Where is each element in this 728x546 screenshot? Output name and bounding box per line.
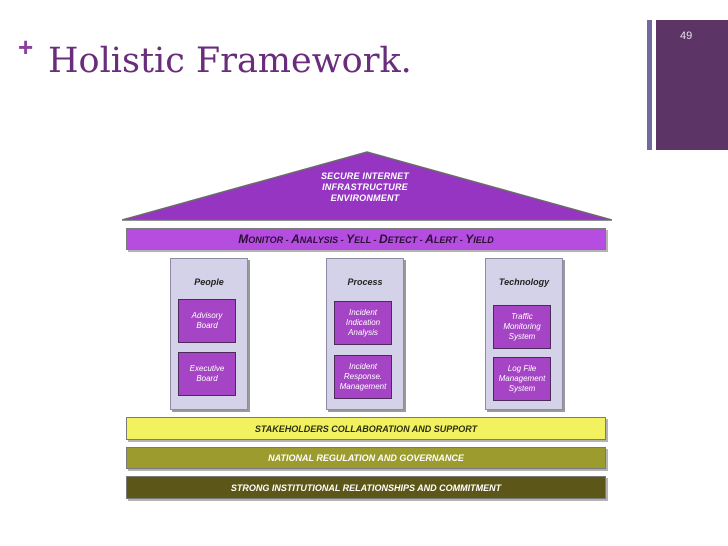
pillar-technology: Technology Traffic Monitoring System Log… (485, 258, 563, 410)
stakeholders-band: STAKEHOLDERS COLLABORATION AND SUPPORT (126, 417, 606, 440)
page-title: Holistic Framework. (48, 41, 412, 81)
monitor-word: ALERT (425, 232, 458, 246)
slide-number: 49 (680, 30, 693, 42)
pillar-box: Advisory Board (178, 299, 236, 343)
roof-shape (122, 151, 612, 221)
roof-line: INFRASTRUCTURE (322, 182, 408, 192)
pillar-box: Log File Management System (493, 357, 551, 401)
monitor-word: YELL (346, 232, 371, 246)
monitor-band: MONITOR - ANALYSIS - YELL - DETECT - ALE… (126, 228, 606, 250)
pillar-box: Executive Board (178, 352, 236, 396)
roof-triangle (122, 151, 612, 221)
national-band: NATIONAL REGULATION AND GOVERNANCE (126, 447, 606, 469)
monitor-word: DETECT (378, 232, 418, 246)
roof-line: SECURE INTERNET (320, 171, 409, 181)
pillar-label: Technology (498, 277, 550, 287)
accent-bar (656, 20, 728, 150)
plus-icon: + (18, 32, 34, 62)
strong-band: STRONG INSTITUTIONAL RELATIONSHIPS AND C… (126, 476, 606, 499)
roof-label: SECURE INTERNET INFRASTRUCTURE ENVIRONME… (300, 171, 430, 204)
monitor-word: ANALYSIS (291, 232, 339, 246)
roof-line: ENVIRONMENT (330, 193, 400, 203)
pillar-box: Traffic Monitoring System (493, 305, 551, 349)
pillar-people: People Advisory Board Executive Board (170, 258, 248, 410)
pillar-label: Process (347, 277, 383, 287)
monitor-word: YIELD (465, 232, 494, 246)
pillar-process: Process Incident Indication Analysis Inc… (326, 258, 404, 410)
pillar-box: Incident Indication Analysis (334, 301, 392, 345)
monitor-word: MONITOR (238, 232, 284, 246)
pillar-box: Incident Response. Management (334, 355, 392, 399)
pillar-label: People (194, 277, 224, 287)
accent-bar-thin (647, 20, 652, 150)
